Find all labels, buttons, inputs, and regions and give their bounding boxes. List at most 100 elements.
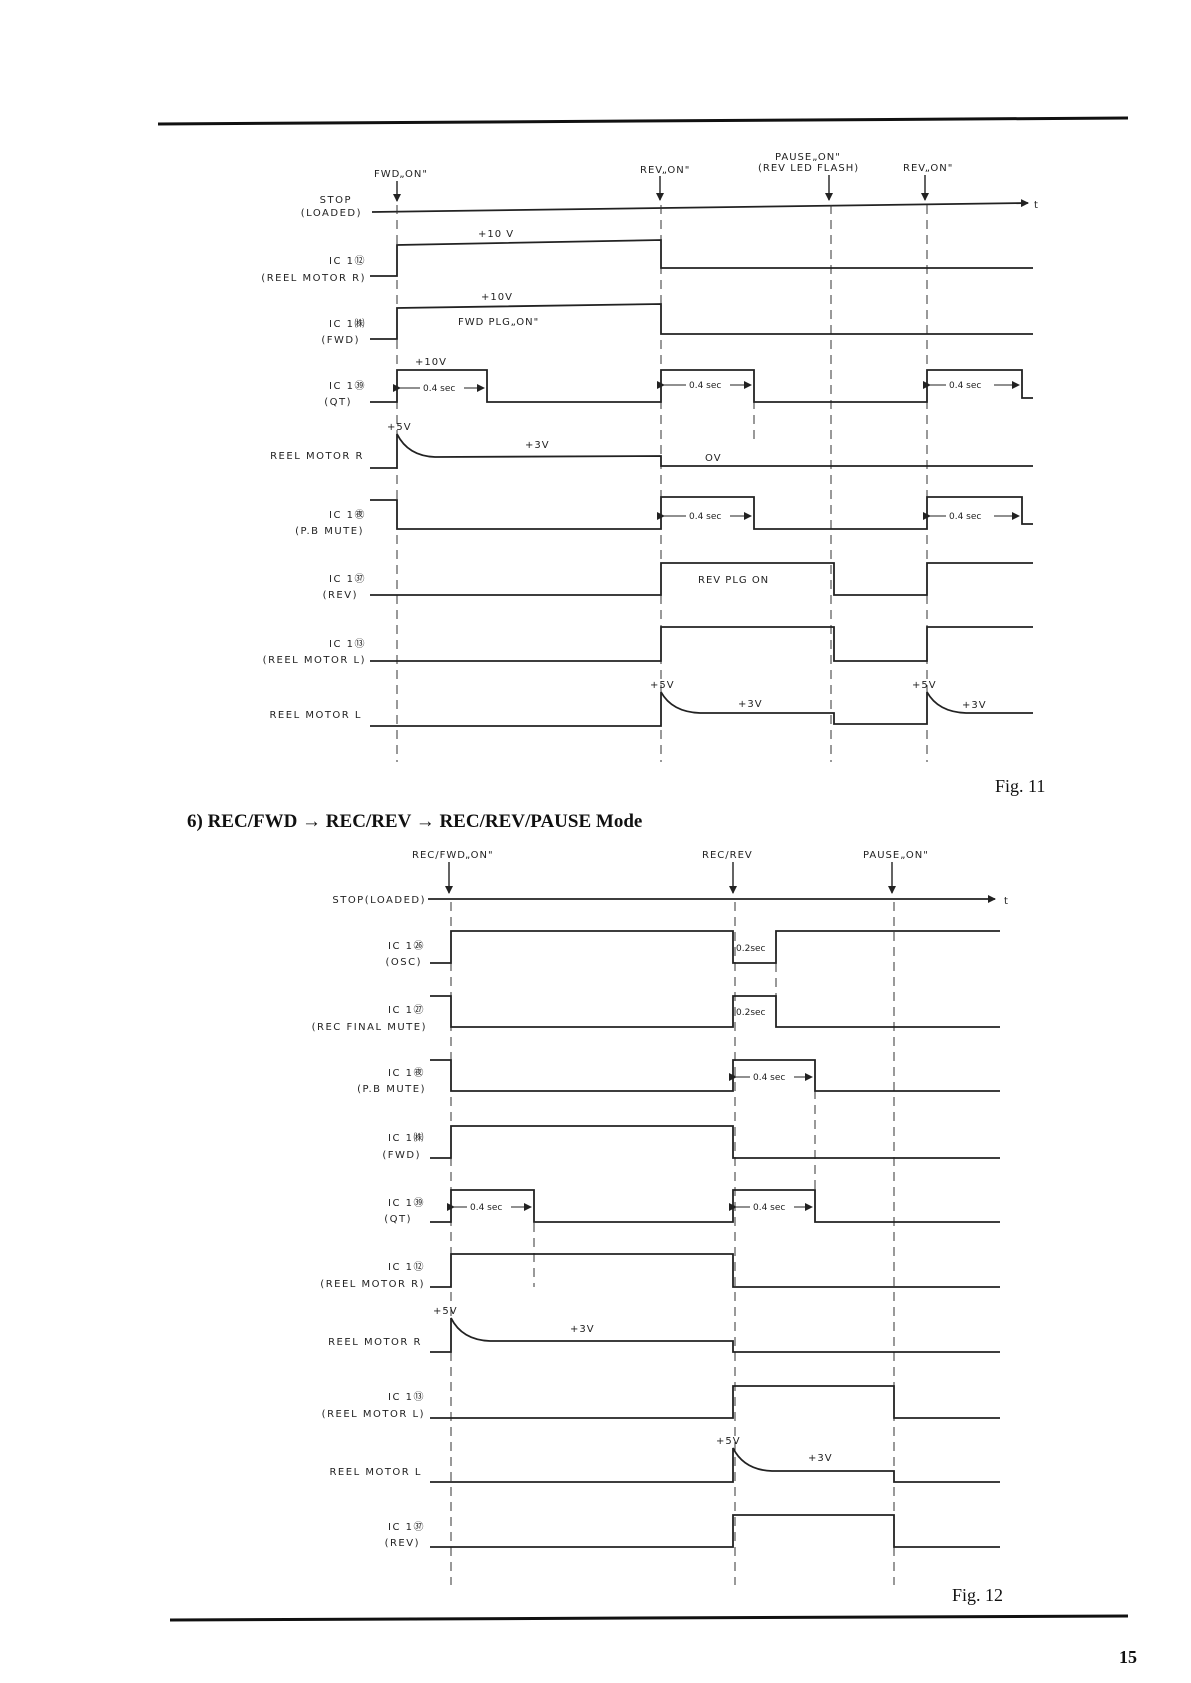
- fig12-ann-sec04-c: 0.4 sec: [753, 1203, 785, 1213]
- fig12-wave-reel-l: [430, 1447, 1000, 1483]
- fig12-label-osc: (OSC): [385, 957, 422, 968]
- fig12-mask-sec04-b: [750, 1070, 794, 1082]
- fig11-wave-reel-r: [370, 433, 1033, 469]
- fig11-mask-sec-c: [946, 378, 994, 390]
- fig11-time-axis: [371, 199, 1029, 213]
- fig11-ann-10v-a: +10 V: [478, 229, 514, 240]
- fig11-ann-3v-a: +3V: [525, 440, 550, 451]
- fig12-label-stop: STOP(LOADED): [332, 895, 426, 906]
- fig12-label-qt: (QT): [384, 1214, 412, 1225]
- fig12-label-ic34: IC 1㊰: [388, 1067, 425, 1079]
- fig11-label-rev: (REV): [323, 590, 358, 601]
- top-rule: [157, 116, 1129, 126]
- fig11-ann-5v-b: +5V: [650, 680, 675, 691]
- fig12-label-ic37: IC 1㊲: [388, 1521, 425, 1533]
- fig11-label-ic37: IC 1㊲: [329, 573, 366, 585]
- fig12-ann-sec02-b: 0.2sec: [736, 1008, 766, 1018]
- fig12-diagram: REC/FWD„ON" REC/REV PAUSE„ON" t STOP(LOA…: [312, 850, 1009, 1605]
- fig11-ann-rev-plg: REV PLG ON: [698, 575, 769, 586]
- fig11-mask-sec-b: [686, 378, 730, 390]
- fig11-ann-3v-b: +3V: [738, 699, 763, 710]
- fig11-ann-sec-d: 0.4 sec: [689, 512, 721, 522]
- fig11-ann-3v-c: +3V: [962, 700, 987, 711]
- fig11-wave-ic39: [370, 369, 1033, 403]
- fig11-label-stop: STOP: [320, 195, 352, 206]
- fig11-label-pb-mute: (P.B MUTE): [295, 526, 364, 537]
- fig12-caption: Fig. 12: [952, 1585, 1003, 1605]
- fig12-ann-3v-b: +3V: [808, 1453, 833, 1464]
- fig11-label-ic36: IC 1㈱: [329, 318, 366, 330]
- fig11-label-reel-motor-l: REEL MOTOR L: [269, 710, 362, 721]
- bottom-rule: [169, 1614, 1129, 1622]
- fig12-mask-sec04-c: [750, 1200, 794, 1212]
- fig12-ann-sec02-a: 0.2sec: [736, 944, 766, 954]
- fig12-label-fwd: (FWD): [382, 1150, 421, 1161]
- fig11-caption: Fig. 11: [995, 776, 1045, 796]
- fig11-label-ic34: IC 1㊰: [329, 509, 366, 521]
- fig12-label-reel-motor-l: REEL MOTOR L: [329, 1467, 422, 1478]
- fig12-label-ic39: IC 1㊴: [388, 1197, 425, 1209]
- fig11-wave-ic36: [370, 303, 1033, 340]
- fig11-wave-ic12: [370, 239, 1033, 277]
- fig11-ann-sec-c: 0.4 sec: [949, 381, 981, 391]
- fig12-wave-ic13: [430, 1385, 1000, 1419]
- fig12-label-ic12: IC 1⑫: [388, 1261, 425, 1273]
- fig11-mask-sec-a: [420, 381, 464, 393]
- fig12-event-rec-rev: REC/REV: [702, 850, 753, 861]
- fig11-ann-10v-b: +10V: [481, 292, 513, 303]
- fig12-label-reel-motor-l-ic: (REEL MOTOR L): [322, 1409, 425, 1420]
- fig12-label-pb-mute: (P.B MUTE): [357, 1084, 426, 1095]
- fig12-label-ic32: IC 1㉖: [388, 940, 425, 952]
- fig12-wave-ic33: [430, 995, 1000, 1028]
- fig11-event-rev-on-2: REV„ON": [903, 163, 953, 174]
- fig11-ann-5v-a: +5V: [387, 422, 412, 433]
- fig11-event-rev-led-flash: (REV LED FLASH): [758, 163, 859, 174]
- fig12-label-rev: (REV): [385, 1538, 420, 1549]
- fig11-diagram: FWD„ON" REV„ON" PAUSE„ON" (REV LED FLASH…: [261, 152, 1045, 796]
- fig11-mask-sec-e: [946, 510, 994, 522]
- fig11-label-qt: (QT): [324, 397, 352, 408]
- fig11-wave-ic34: [370, 496, 1033, 530]
- fig11-ann-ov: OV: [705, 453, 722, 464]
- fig11-ann-sec-a: 0.4 sec: [423, 384, 455, 394]
- fig11-label-reel-motor-l-ic: (REEL MOTOR L): [263, 655, 366, 666]
- fig12-event-pause-on: PAUSE„ON": [863, 850, 929, 861]
- fig12-label-reel-motor-r-ic: (REEL MOTOR R): [320, 1279, 425, 1290]
- fig12-wave-ic39: [430, 1189, 1000, 1223]
- fig12-wave-reel-r: [430, 1317, 1000, 1353]
- fig11-event-rev-on-1: REV„ON": [640, 165, 690, 176]
- fig11-label-ic13: IC 1⑬: [329, 638, 366, 650]
- fig11-label-ic39: IC 1㊴: [329, 380, 366, 392]
- fig12-label-ic36: IC 1㈱: [388, 1132, 425, 1144]
- fig12-ann-sec04-a: 0.4 sec: [470, 1203, 502, 1213]
- fig11-label-reel-motor-r: REEL MOTOR R: [270, 451, 364, 462]
- fig12-wave-ic32: [430, 930, 1000, 964]
- fig12-wave-ic12: [430, 1253, 1000, 1288]
- fig12-label-reel-motor-r: REEL MOTOR R: [328, 1337, 422, 1348]
- fig11-label-fwd: (FWD): [321, 335, 360, 346]
- fig12-wave-ic37: [430, 1514, 1000, 1548]
- fig12-label-ic13: IC 1⑬: [388, 1391, 425, 1403]
- fig12-event-rec-fwd-on: REC/FWD„ON": [412, 850, 494, 861]
- section-heading: 6) REC/FWD → REC/REV → REC/REV/PAUSE Mod…: [187, 811, 642, 832]
- fig11-event-fwd-on: FWD„ON": [374, 169, 428, 180]
- fig11-ann-fwd-plg: FWD PLG„ON": [458, 317, 539, 328]
- fig11-wave-reel-l: [370, 691, 1033, 727]
- fig12-wave-ic34: [430, 1059, 1000, 1092]
- fig12-wave-ic36: [430, 1125, 1000, 1159]
- fig12-label-rec-final-mute: (REC FINAL MUTE): [312, 1022, 427, 1033]
- fig12-axis-label: t: [1004, 896, 1009, 907]
- fig11-ann-sec-b: 0.4 sec: [689, 381, 721, 391]
- fig11-label-ic12: IC 1⑫: [329, 255, 366, 267]
- fig11-ann-10v-c: +10V: [415, 357, 447, 368]
- fig11-ann-sec-e: 0.4 sec: [949, 512, 981, 522]
- fig11-wave-ic13: [370, 626, 1033, 662]
- fig11-wave-ic37: [370, 562, 1033, 596]
- fig11-ann-5v-c: +5V: [912, 680, 937, 691]
- fig12-ann-sec04-b: 0.4 sec: [753, 1073, 785, 1083]
- fig11-label-loaded: (LOADED): [301, 208, 362, 219]
- fig12-ann-5v-a: +5V: [433, 1306, 458, 1317]
- fig11-axis-label: t: [1034, 200, 1039, 211]
